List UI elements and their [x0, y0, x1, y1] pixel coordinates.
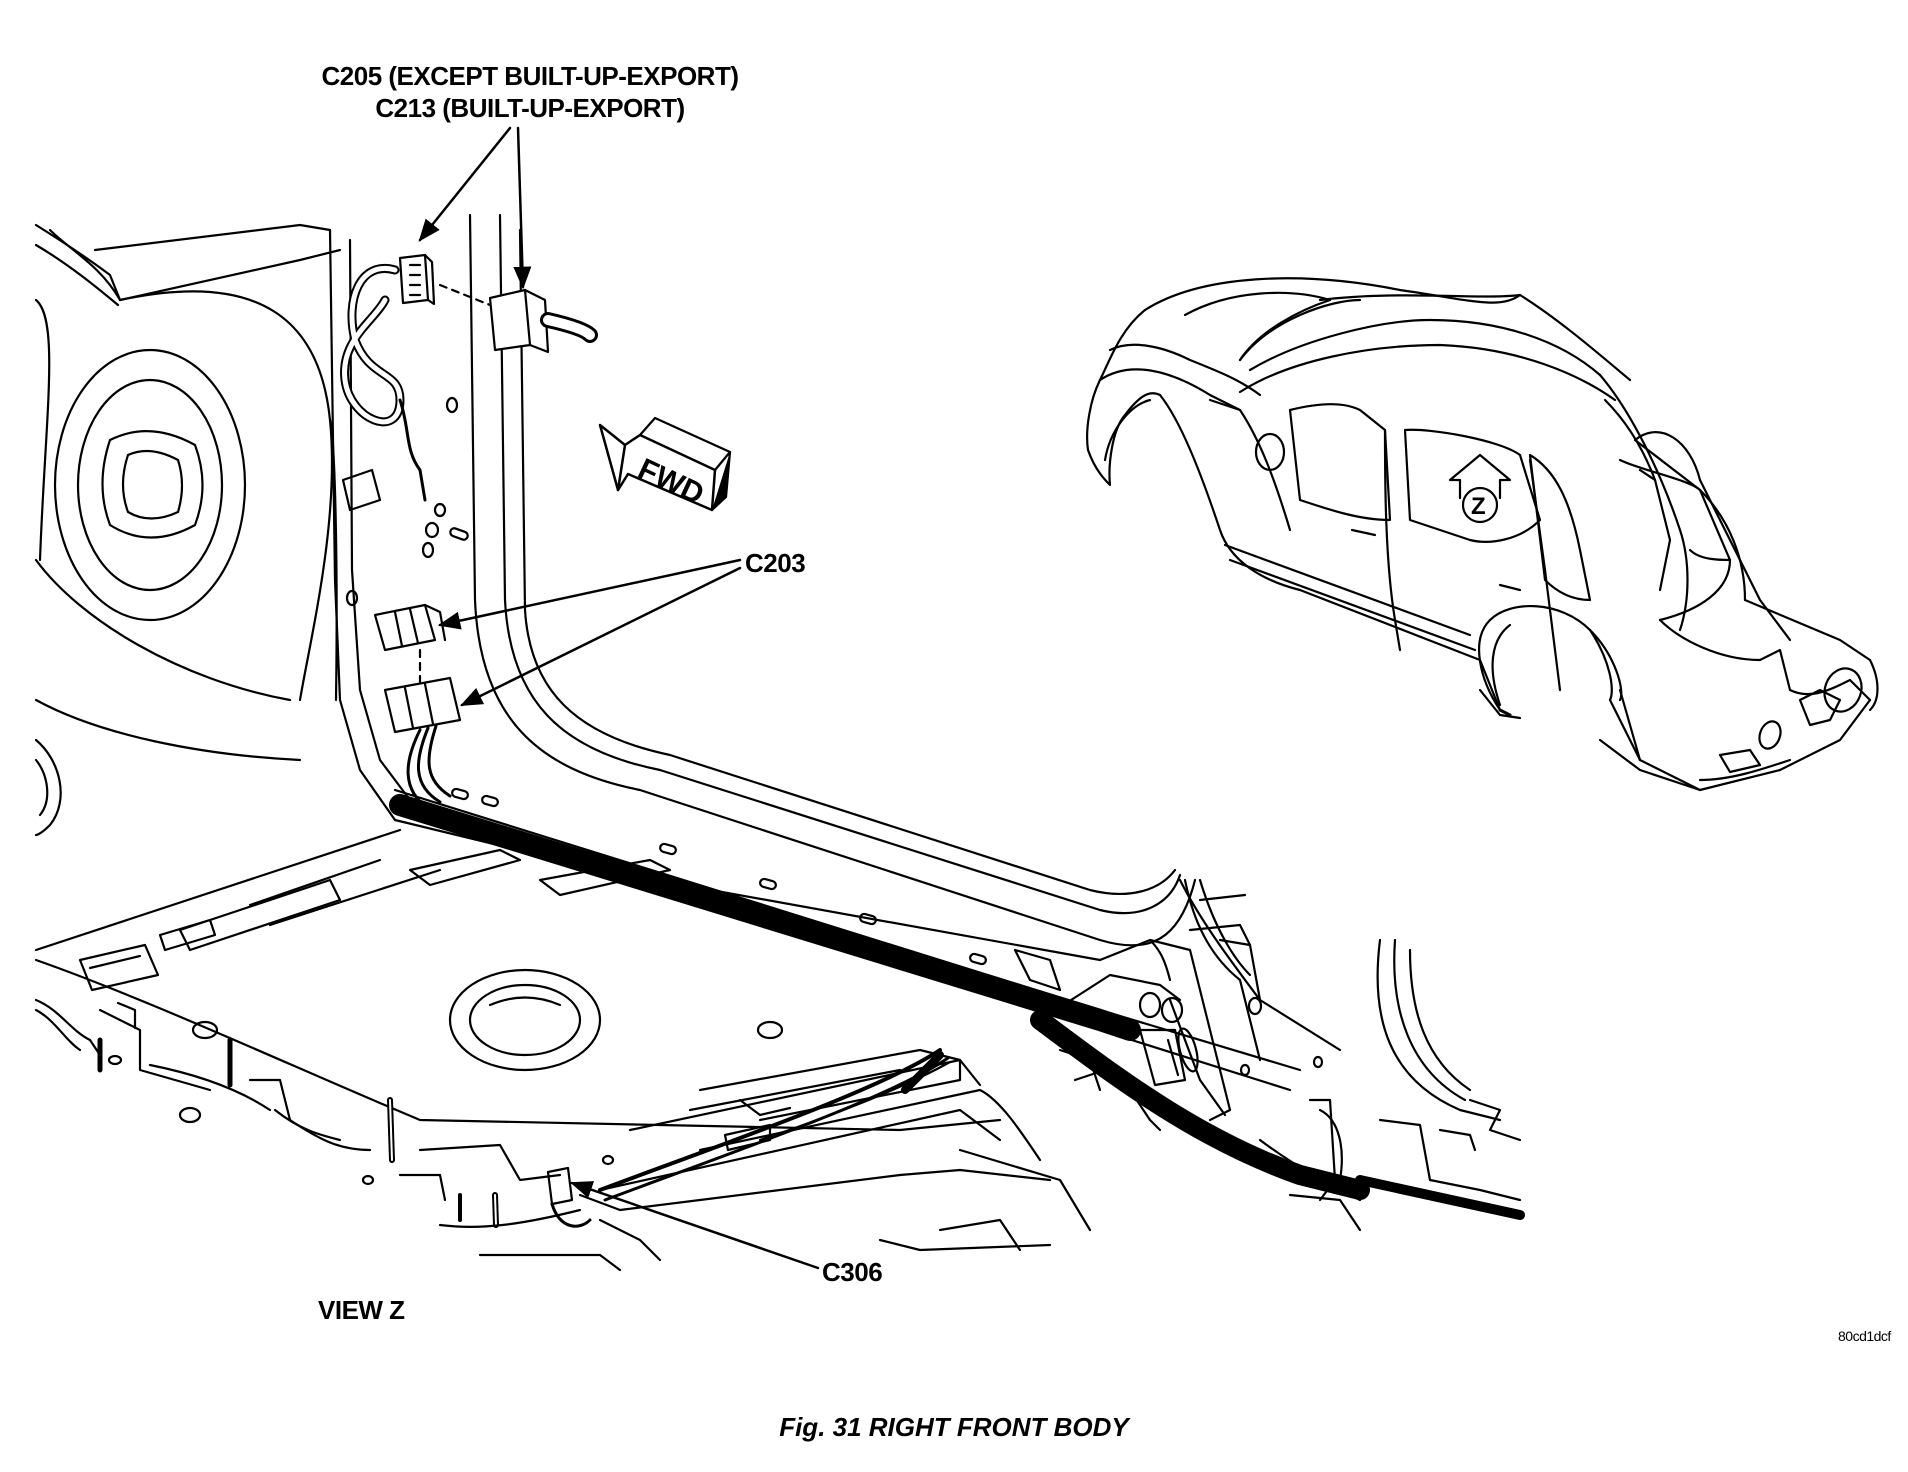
- vehicle-overview: [1086, 277, 1879, 792]
- fwd-arrow-icon: [598, 416, 732, 512]
- rear-quarter-panel: [34, 223, 342, 837]
- sill-wire-harness: [389, 794, 1525, 1220]
- c306-leader: [569, 1181, 820, 1270]
- c203-leader-lower: [459, 566, 742, 707]
- leader-lines: [418, 126, 820, 1270]
- c213-leader: [513, 126, 532, 290]
- c205-leader: [418, 126, 512, 242]
- front-door-window: [1288, 403, 1392, 522]
- connector-label-c203: C203: [745, 548, 806, 578]
- connector-label-c205: C205 (EXCEPT BUILT-UP-EXPORT): [321, 61, 739, 91]
- quarter-window: [1528, 453, 1592, 602]
- rear-door-window: [1403, 428, 1542, 543]
- connector-c213-mating: [438, 283, 598, 354]
- floor-drain-outer: [448, 968, 602, 1072]
- connector-c205-body: [398, 253, 436, 306]
- image-code: 80cd1dcf: [1838, 1328, 1891, 1344]
- connector-label-c213: C213 (BUILT-UP-EXPORT): [375, 93, 685, 123]
- connector-label-c205-c213: C205 (EXCEPT BUILT-UP-EXPORT) C213 (BUIL…: [300, 60, 760, 124]
- z-marker-label: Z: [1471, 493, 1486, 520]
- front-bracket: [1038, 878, 1522, 1232]
- pillar-wire-harness: [340, 263, 452, 812]
- fwd-label: FWD: [633, 452, 709, 511]
- connector-c203-lower: [383, 648, 462, 734]
- vehicle-roof: [1143, 277, 1632, 382]
- connector-label-c306: C306: [822, 1257, 883, 1287]
- c203-leader-upper: [437, 558, 742, 630]
- figure-caption: Fig. 31 RIGHT FRONT BODY: [779, 1412, 1129, 1442]
- speaker-center: [101, 430, 204, 539]
- connector-c203-upper: [373, 603, 447, 652]
- speaker-outer-ring: [53, 348, 247, 622]
- view-z-marker: [1448, 453, 1512, 524]
- connector-c306-body: [546, 1166, 592, 1228]
- rear-wheel-arch: [1478, 604, 1623, 712]
- floor-pan: [34, 828, 1092, 1272]
- view-label: VIEW Z: [318, 1295, 405, 1325]
